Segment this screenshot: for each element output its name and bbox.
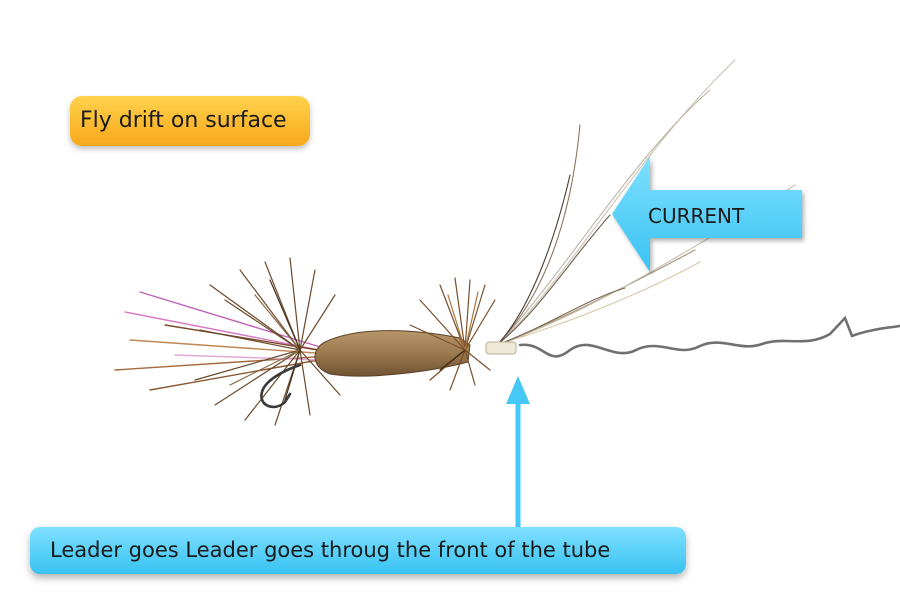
pointer-stem — [515, 404, 521, 528]
leader-callout: Leader goes Leader goes throug the front… — [30, 527, 686, 574]
left-arrow-icon — [612, 156, 802, 272]
leader-line — [518, 315, 900, 358]
fly-tail — [114, 291, 331, 391]
fly-body — [314, 330, 471, 377]
fly-antennae — [496, 59, 796, 346]
front-hackle — [409, 277, 496, 391]
up-arrow-icon — [506, 376, 530, 404]
hook-icon — [260, 363, 302, 409]
current-label: CURRENT — [648, 204, 745, 228]
rear-hackle — [194, 257, 341, 426]
tube-front — [485, 341, 517, 355]
drift-callout: Fly drift on surface — [70, 96, 310, 146]
